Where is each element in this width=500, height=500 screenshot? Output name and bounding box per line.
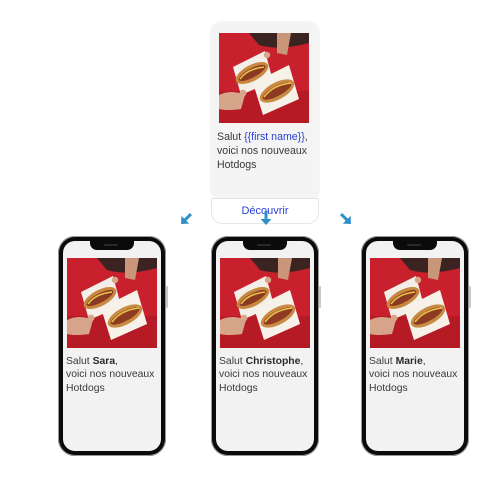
hotdogs-photo <box>219 33 309 123</box>
phone-screen: Salut Christophe, voici nos nouveaux Hot… <box>216 241 314 451</box>
phone-christophe: Salut Christophe, voici nos nouveaux Hot… <box>211 236 321 456</box>
template-line-3: Hotdogs <box>217 159 257 172</box>
personalized-message: Salut Sara, voici nos nouveaux Hotdogs <box>66 356 155 394</box>
hotdogs-photo <box>220 258 310 348</box>
phone-notch <box>90 241 134 250</box>
phone-screen: Salut Marie, voici nos nouveaux Hotdogs <box>366 241 464 451</box>
recipient-name: Sara <box>92 356 116 367</box>
phone-marie: Salut Marie, voici nos nouveaux Hotdogs <box>361 236 471 456</box>
recipient-name: Christophe <box>245 356 301 367</box>
recipient-name: Marie <box>395 356 423 367</box>
first-name-variable: {{first name}} <box>244 131 305 143</box>
phone-notch <box>393 241 437 250</box>
personalized-message: Salut Christophe, voici nos nouveaux Hot… <box>219 356 308 394</box>
hotdogs-photo <box>67 258 157 348</box>
message-template-card: Salut {{first name}}, voici nos nouveaux… <box>211 22 319 224</box>
template-line-2: voici nos nouveaux <box>217 145 308 158</box>
template-message: Salut {{first name}}, voici nos nouveaux… <box>217 131 308 172</box>
arrow-left-icon <box>177 210 195 228</box>
arrow-right-icon <box>337 210 355 228</box>
phone-notch <box>243 241 287 250</box>
phone-screen: Salut Sara, voici nos nouveaux Hotdogs <box>63 241 161 451</box>
hotdogs-photo <box>370 258 460 348</box>
phone-sara: Salut Sara, voici nos nouveaux Hotdogs <box>58 236 168 456</box>
template-greeting: Salut <box>217 131 245 143</box>
personalized-message: Salut Marie, voici nos nouveaux Hotdogs <box>369 356 458 394</box>
arrow-down-icon <box>257 209 275 227</box>
